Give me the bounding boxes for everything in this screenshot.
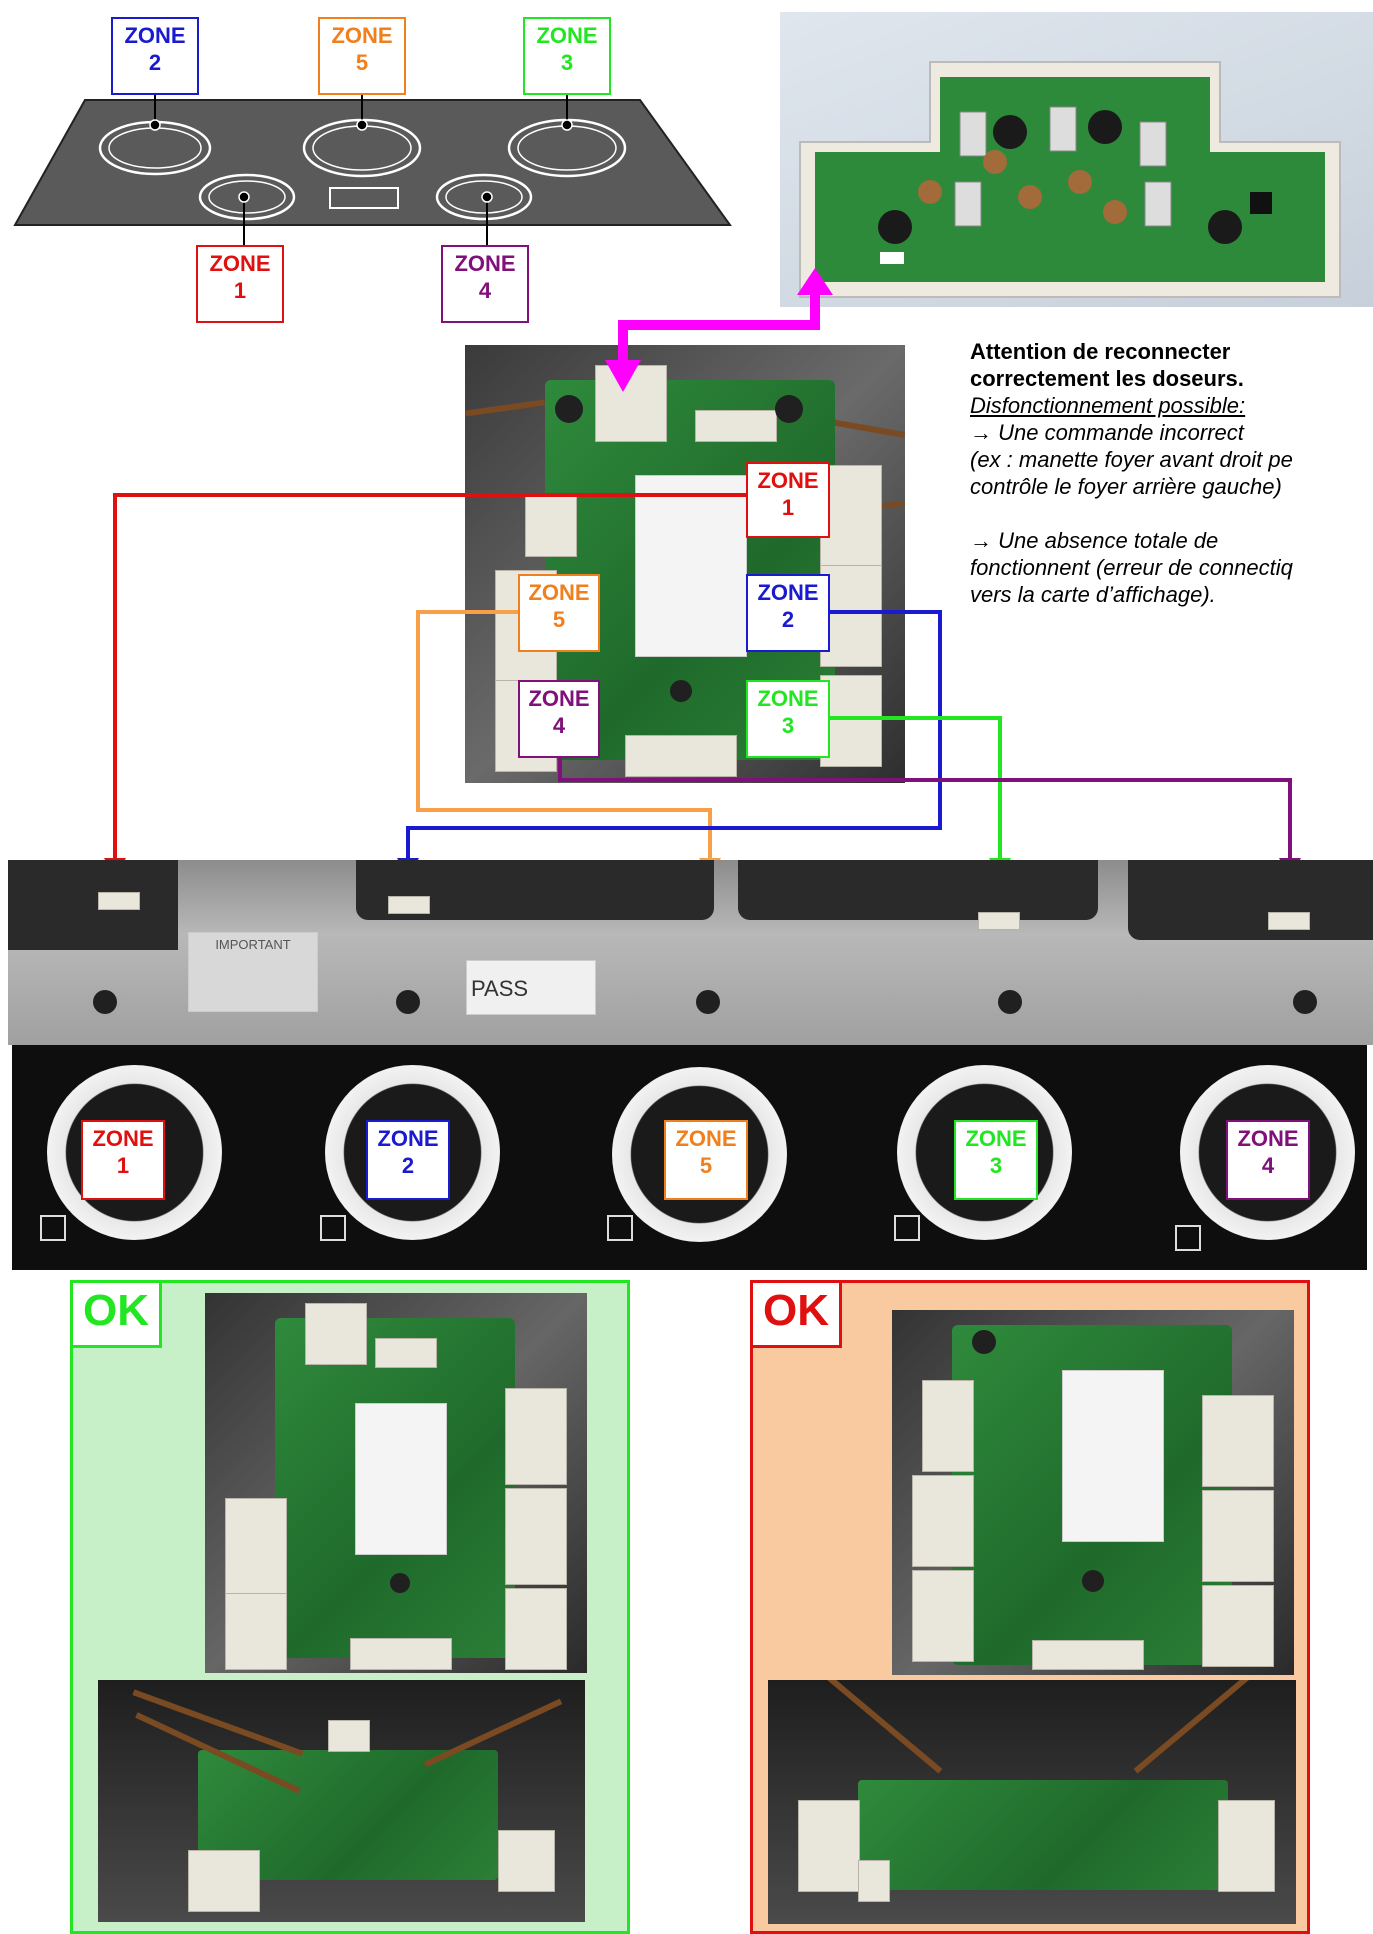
burner-position-symbol-icon: [894, 1215, 920, 1241]
selector-board-side-view-right: [768, 1680, 1296, 1924]
note-item2-line3: vers la carte d’affichage).: [970, 582, 1216, 607]
zone-word: ZONE: [1237, 1126, 1299, 1151]
zone-number: 5: [355, 50, 369, 75]
burner-position-symbol-icon: [320, 1215, 346, 1241]
note-heading-line1: Attention de reconnecter: [970, 339, 1231, 364]
cooktop-diagram: [13, 95, 732, 245]
wire-zone-4: [558, 756, 1292, 858]
note-heading-line2: correctement les doseurs.: [970, 366, 1244, 391]
burner-position-symbol-icon: [1175, 1225, 1201, 1251]
zone-word: ZONE: [528, 580, 590, 605]
zone-number: 5: [699, 1153, 713, 1178]
important-sticker: IMPORTANT: [188, 932, 318, 1012]
zone-word: ZONE: [377, 1126, 439, 1151]
important-sticker-text: IMPORTANT: [215, 937, 291, 952]
ok-label-right-text: OK: [763, 1286, 829, 1335]
chassis-panel-photo: IMPORTANT PASS: [8, 860, 1373, 1045]
zone-number: 3: [989, 1153, 1003, 1178]
zone-number: 1: [781, 495, 795, 520]
selector-board-top-view-left: [205, 1293, 587, 1673]
note-item1-line2: (ex : manette foyer avant droit pe: [970, 447, 1293, 472]
zone-number: 3: [560, 50, 574, 75]
note-subheading: Disfonctionnement possible:: [970, 393, 1246, 418]
zone-number: 1: [116, 1153, 130, 1178]
zone-word: ZONE: [124, 23, 186, 48]
display-board-photo: [780, 12, 1373, 307]
note-item1-line1: → Une commande incorrect: [970, 420, 1244, 445]
cooktop-glass-surface: [13, 99, 732, 226]
pass-sticker: PASS: [466, 960, 596, 1015]
zone-number: 2: [781, 607, 795, 632]
zone-number: 4: [478, 278, 492, 303]
zone-word: ZONE: [331, 23, 393, 48]
wire-zone-3: [830, 716, 1002, 858]
zone-number: 2: [148, 50, 162, 75]
pass-sticker-text: PASS: [471, 976, 529, 1001]
zone-word: ZONE: [757, 686, 819, 711]
wire-zone-2: [406, 610, 942, 858]
zone-number: 3: [781, 713, 795, 738]
ok-label-left: OK: [70, 1280, 162, 1348]
display-link-arrow: [618, 290, 820, 362]
zone-number: 1: [233, 278, 247, 303]
zone-word: ZONE: [454, 251, 516, 276]
selector-board-photo: [465, 345, 905, 783]
selector-board-side-view-left: [98, 1680, 585, 1922]
zone-number: 4: [1261, 1153, 1275, 1178]
cooktop-display-window: [329, 187, 399, 209]
reconnect-warning-note: Attention de reconnecter correctement le…: [970, 338, 1293, 608]
zone-number: 5: [552, 607, 566, 632]
zone-word: ZONE: [675, 1126, 737, 1151]
selector-board-top-view-right: [892, 1310, 1294, 1675]
note-item2-line1: → Une absence totale de: [970, 528, 1219, 553]
zone-word: ZONE: [757, 468, 819, 493]
wire-zone-1: [113, 493, 750, 858]
display-board-illustration: [799, 61, 1341, 298]
zone-word: ZONE: [209, 251, 271, 276]
ok-label-right: OK: [750, 1280, 842, 1348]
zone-number: 4: [552, 713, 566, 738]
zone-word: ZONE: [92, 1126, 154, 1151]
burner-zone-4: [435, 173, 533, 221]
zone-word: ZONE: [528, 686, 590, 711]
note-item1-line3: contrôle le foyer arrière gauche): [970, 474, 1282, 499]
zone-number: 2: [401, 1153, 415, 1178]
zone-word: ZONE: [536, 23, 598, 48]
burner-position-symbol-icon: [40, 1215, 66, 1241]
ok-label-left-text: OK: [83, 1286, 149, 1335]
burner-position-symbol-icon: [607, 1215, 633, 1241]
zone-word: ZONE: [757, 580, 819, 605]
zone-word: ZONE: [965, 1126, 1027, 1151]
burner-zone-1: [198, 173, 296, 221]
note-item2-line2: fonctionnent (erreur de connectiq: [970, 555, 1293, 580]
